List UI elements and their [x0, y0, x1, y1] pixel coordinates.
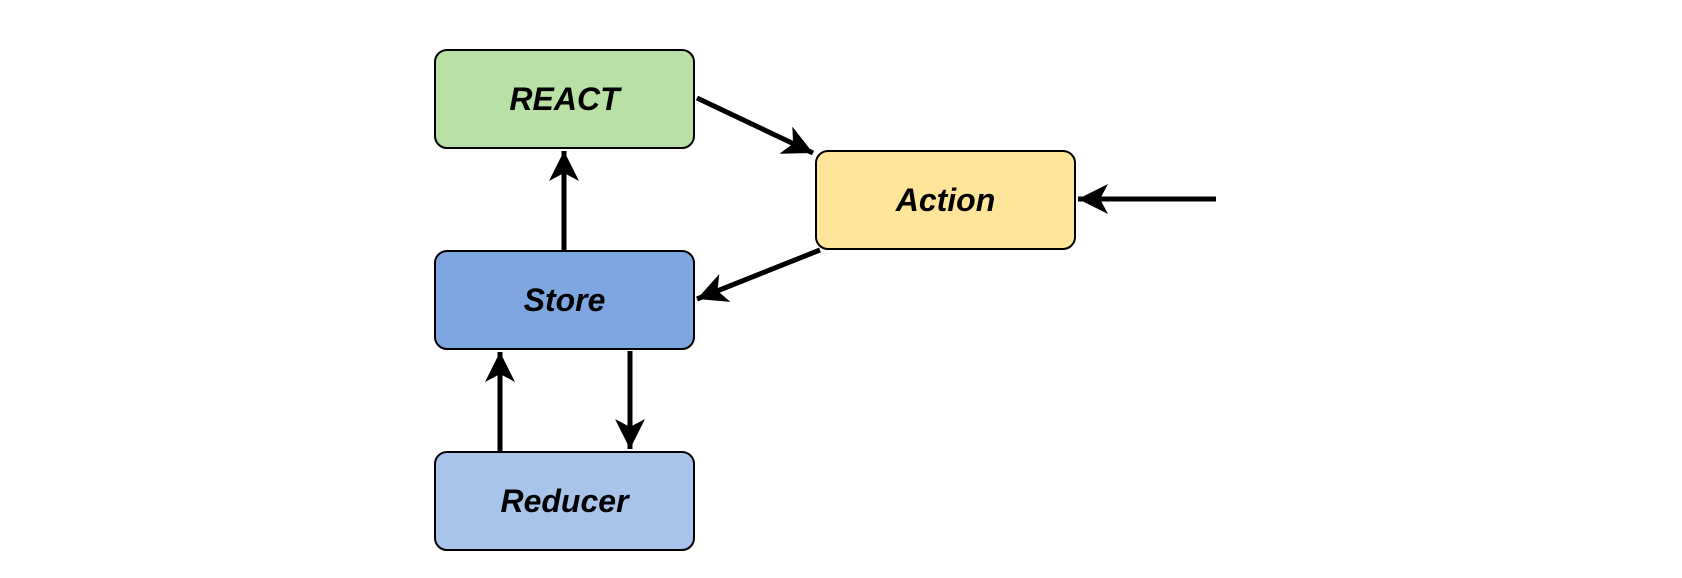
react-node-label: REACT: [509, 80, 620, 117]
edge-react-to-action: [695, 95, 815, 156]
react-node: REACT: [434, 49, 695, 149]
store-node-label: Store: [523, 281, 606, 318]
reducer-node-label: Reducer: [500, 482, 629, 519]
action-node-label: Action: [895, 181, 996, 218]
store-node: Store: [434, 250, 695, 350]
edge-action-to-store: [696, 247, 821, 302]
reducer-node: Reducer: [434, 451, 695, 551]
action-node: Action: [815, 150, 1076, 250]
